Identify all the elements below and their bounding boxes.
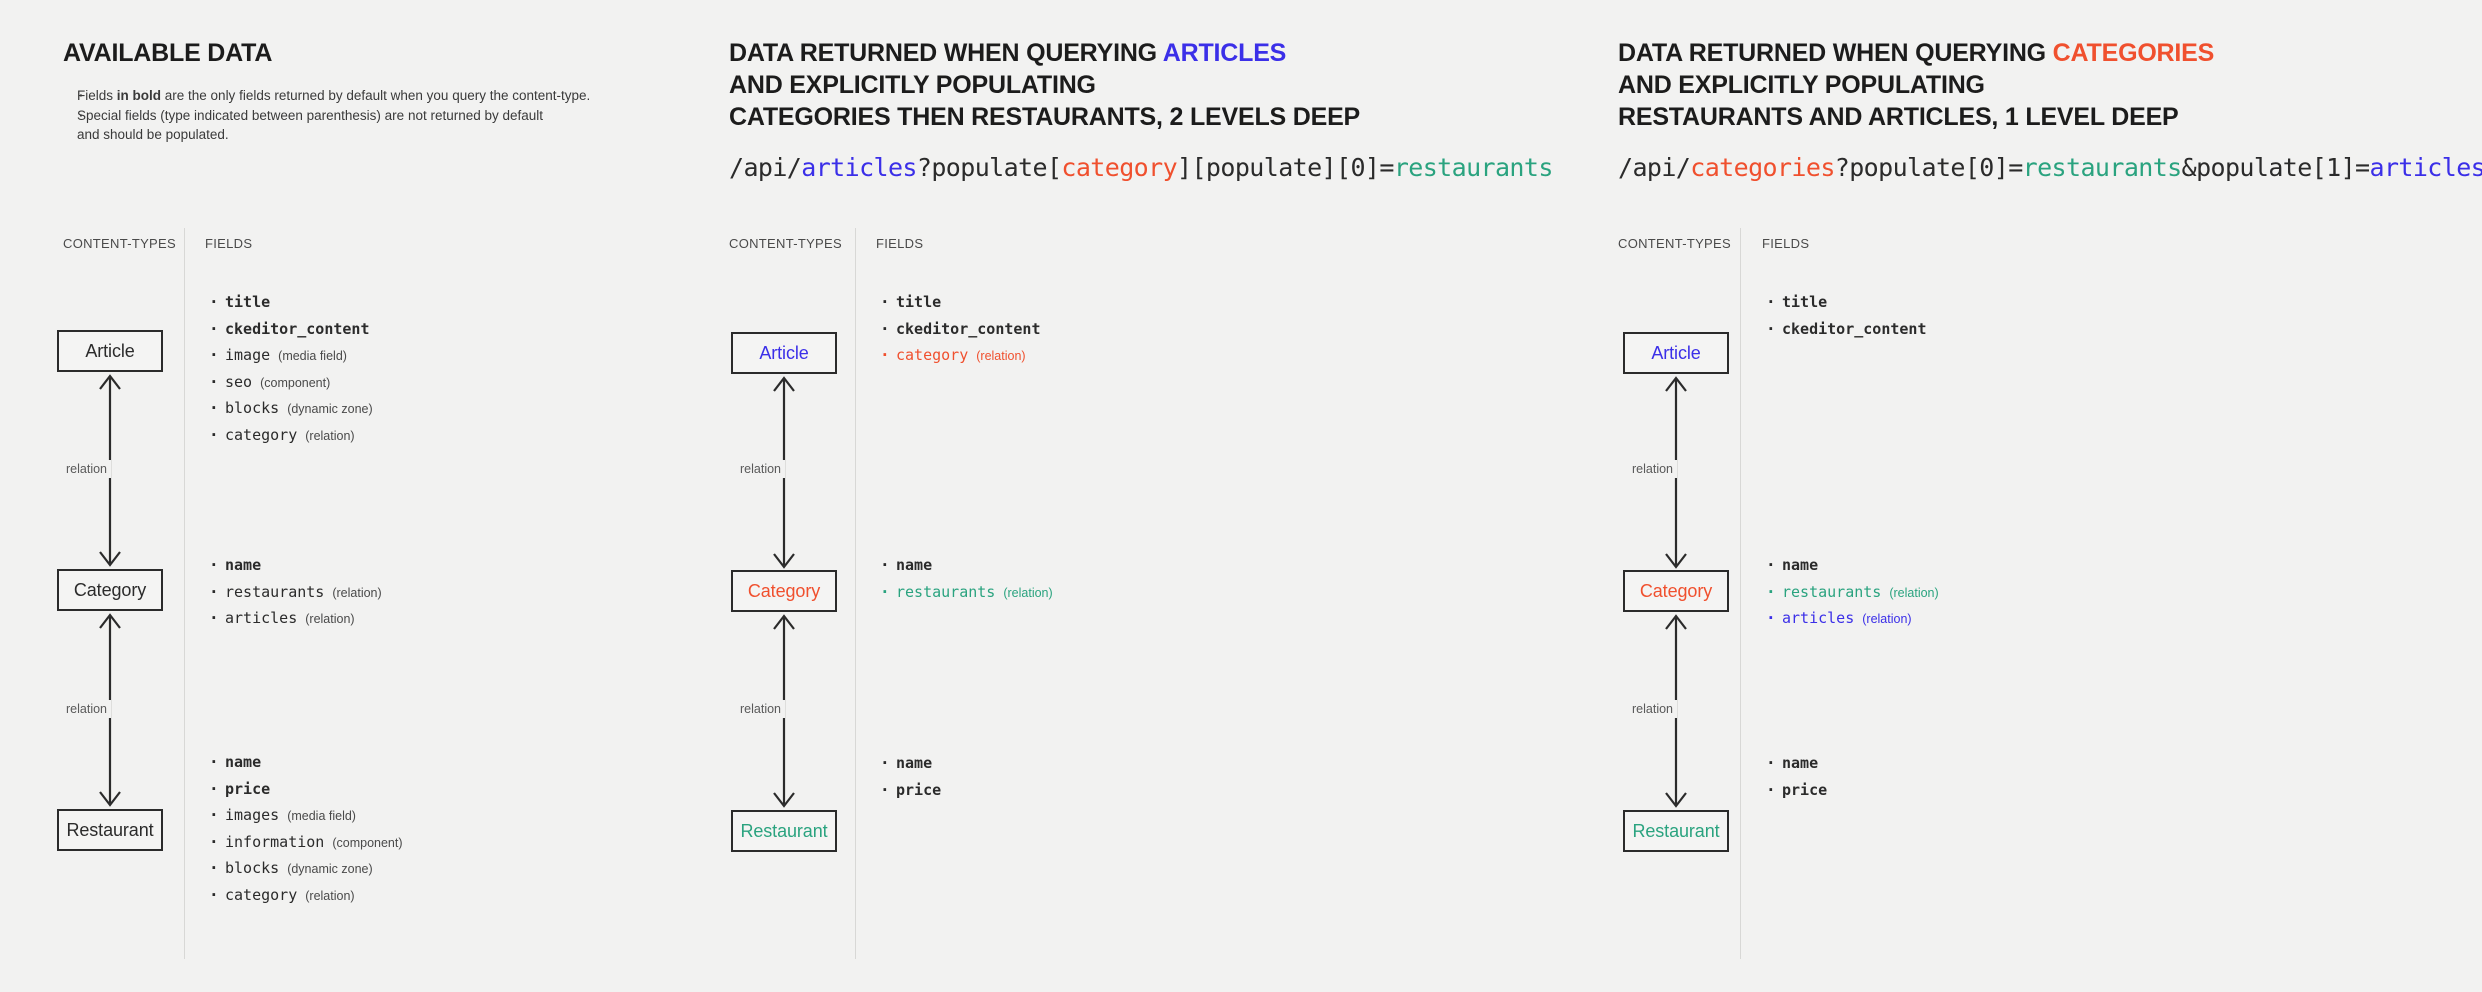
- fields-article-3: title ckeditor_content: [1762, 289, 1935, 344]
- field-row: articles(relation): [205, 605, 382, 633]
- field-row: name: [205, 749, 403, 777]
- field-row: title: [205, 289, 378, 317]
- node-restaurant-3[interactable]: Restaurant: [1623, 810, 1729, 852]
- field-row: title: [876, 289, 1049, 317]
- relation-label-6: relation: [1628, 700, 1677, 718]
- field-row: articles(relation): [1762, 605, 1939, 633]
- node-category-1[interactable]: Category: [57, 569, 163, 611]
- field-row: blocks(dynamic zone): [205, 395, 378, 423]
- panel1-col-fields: FIELDS: [205, 236, 253, 251]
- note-item-2: Special fields (type indicated between p…: [77, 106, 683, 144]
- node-article-1[interactable]: Article: [57, 330, 163, 372]
- node-restaurant-2[interactable]: Restaurant: [731, 810, 837, 852]
- field-row: name: [205, 552, 382, 580]
- panel-divider-2: [855, 228, 856, 959]
- relation-label-1: relation: [62, 460, 111, 478]
- panel3-heading: DATA RETURNED WHEN QUERYING CATEGORIES A…: [1618, 37, 2214, 133]
- panel2-heading-line3: CATEGORIES THEN RESTAURANTS, 2 LEVELS DE…: [729, 103, 1361, 131]
- node-article-3[interactable]: Article: [1623, 332, 1729, 374]
- field-row: ckeditor_content: [876, 316, 1049, 344]
- field-row: price: [205, 776, 403, 804]
- relation-label-5: relation: [1628, 460, 1677, 478]
- fields-category-3: name restaurants(relation) articles(rela…: [1762, 552, 1939, 633]
- panel3-url: /api/categories?populate[0]=restaurants&…: [1618, 153, 2482, 182]
- field-row: category(relation): [876, 342, 1049, 370]
- field-row: image(media field): [205, 342, 378, 370]
- field-row: name: [1762, 750, 1835, 778]
- panel2-col-fields: FIELDS: [876, 236, 924, 251]
- fields-category-1: name restaurants(relation) articles(rela…: [205, 552, 382, 633]
- fields-article-2: title ckeditor_content category(relation…: [876, 289, 1049, 370]
- panel3-heading-line1: DATA RETURNED WHEN QUERYING CATEGORIES: [1618, 39, 2215, 67]
- field-row: price: [876, 777, 949, 805]
- field-row: name: [876, 750, 949, 778]
- field-row: name: [1762, 552, 1939, 580]
- panel2-heading-accent: ARTICLES: [1162, 39, 1287, 67]
- fields-restaurant-2: name price: [876, 750, 949, 805]
- panel3-heading-line3: RESTAURANTS AND ARTICLES, 1 LEVEL DEEP: [1618, 103, 2179, 131]
- field-row: information(component): [205, 829, 403, 857]
- field-row: ckeditor_content: [1762, 316, 1935, 344]
- node-label: Article: [1651, 342, 1701, 363]
- node-label: Category: [747, 580, 821, 601]
- panel3-col-contenttypes: CONTENT-TYPES: [1618, 236, 1731, 251]
- fields-restaurant-3: name price: [1762, 750, 1835, 805]
- panel2-col-contenttypes: CONTENT-TYPES: [729, 236, 842, 251]
- node-label: Category: [1639, 580, 1713, 601]
- panel2-url: /api/articles?populate[category][populat…: [729, 153, 1553, 182]
- panel-divider-3: [1740, 228, 1741, 959]
- relation-label-4: relation: [736, 700, 785, 718]
- field-row: seo(component): [205, 369, 378, 397]
- node-category-2[interactable]: Category: [731, 570, 837, 612]
- node-label: Restaurant: [66, 819, 154, 840]
- node-label: Article: [759, 342, 809, 363]
- field-row: ckeditor_content: [205, 316, 378, 344]
- node-category-3[interactable]: Category: [1623, 570, 1729, 612]
- node-label: Restaurant: [1632, 820, 1720, 841]
- field-row: category(relation): [205, 422, 378, 450]
- node-article-2[interactable]: Article: [731, 332, 837, 374]
- field-row: restaurants(relation): [1762, 579, 1939, 607]
- fields-category-2: name restaurants(relation): [876, 552, 1053, 607]
- panel2-heading-line2: AND EXPLICITLY POPULATING: [729, 71, 1096, 99]
- node-label: Category: [73, 579, 147, 600]
- panel1-col-contenttypes: CONTENT-TYPES: [63, 236, 176, 251]
- panel-divider-1: [184, 228, 185, 959]
- panel1-notes: Fields in bold are the only fields retur…: [63, 86, 683, 145]
- node-restaurant-1[interactable]: Restaurant: [57, 809, 163, 851]
- panel3-heading-accent: CATEGORIES: [2052, 39, 2215, 67]
- field-row: restaurants(relation): [205, 579, 382, 607]
- field-row: name: [876, 552, 1053, 580]
- fields-restaurant-1: name price images(media field) informati…: [205, 749, 403, 910]
- field-row: price: [1762, 777, 1835, 805]
- field-row: category(relation): [205, 882, 403, 910]
- field-row: blocks(dynamic zone): [205, 855, 403, 883]
- field-row: title: [1762, 289, 1935, 317]
- field-row: restaurants(relation): [876, 579, 1053, 607]
- node-label: Restaurant: [740, 820, 828, 841]
- relation-label-3: relation: [736, 460, 785, 478]
- panel3-heading-line2: AND EXPLICITLY POPULATING: [1618, 71, 1985, 99]
- note-item-1: Fields in bold are the only fields retur…: [77, 86, 683, 105]
- panel1-heading: AVAILABLE DATA: [63, 39, 273, 67]
- field-row: images(media field): [205, 802, 403, 830]
- panel2-heading: DATA RETURNED WHEN QUERYING ARTICLES AND…: [729, 37, 1360, 133]
- panel2-heading-line1: DATA RETURNED WHEN QUERYING ARTICLES: [729, 39, 1287, 67]
- relation-label-2: relation: [62, 700, 111, 718]
- node-label: Article: [85, 340, 135, 361]
- panel3-col-fields: FIELDS: [1762, 236, 1810, 251]
- fields-article-1: title ckeditor_content image(media field…: [205, 289, 378, 450]
